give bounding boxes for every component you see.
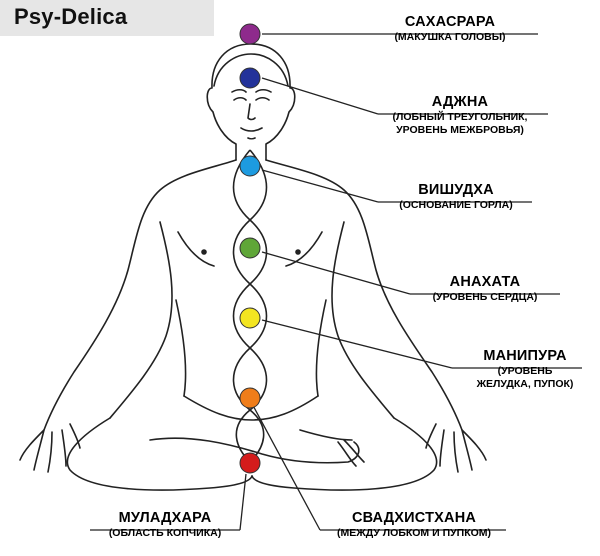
manipura-chakra xyxy=(239,307,261,329)
muladhara-chakra xyxy=(239,452,261,474)
label-sahasrara: САХАСРАРА (МАКУШКА ГОЛОВЫ) xyxy=(360,14,540,44)
sahasrara-chakra xyxy=(239,23,261,45)
sahasrara-desc: (МАКУШКА ГОЛОВЫ) xyxy=(394,31,506,43)
svadhisthana-chakra xyxy=(239,387,261,409)
ajna-desc-1: (ЛОБНЫЙ ТРЕУГОЛЬНИК, xyxy=(392,111,528,123)
vishuddha-desc: (ОСНОВАНИЕ ГОРЛА) xyxy=(399,199,513,211)
manipura-desc-2: ЖЕЛУДКА, ПУПОК) xyxy=(476,378,574,390)
svadhisthana-desc: (МЕЖДУ ЛОБКОМ И ПУПКОМ) xyxy=(336,527,492,539)
legs-outline xyxy=(66,417,253,491)
left-hand xyxy=(19,423,81,473)
ajna-name: АДЖНА xyxy=(431,94,489,110)
anahata-name: АНАХАТА xyxy=(449,274,521,290)
head-outline xyxy=(206,43,296,161)
brand-logo: Psy-Delica xyxy=(0,0,214,36)
manipura-name: МАНИПУРА xyxy=(483,348,567,364)
muladhara-desc: (ОБЛАСТЬ КОПЧИКА) xyxy=(108,527,222,539)
anahata-desc: (УРОВЕНЬ СЕРДЦА) xyxy=(432,291,538,303)
label-vishuddha: ВИШУДХА (ОСНОВАНИЕ ГОРЛА) xyxy=(376,182,536,212)
vishuddha-chakra xyxy=(239,155,261,177)
label-ajna: АДЖНА (ЛОБНЫЙ ТРЕУГОЛЬНИК, УРОВЕНЬ МЕЖБР… xyxy=(370,94,550,137)
label-anahata: АНАХАТА (УРОВЕНЬ СЕРДЦА) xyxy=(410,274,560,304)
muladhara-name: МУЛАДХАРА xyxy=(118,510,212,526)
svadhisthana-name: СВАДХИСТХАНА xyxy=(351,510,477,526)
ajna-chakra xyxy=(239,67,261,89)
label-svadhisthana: СВАДХИСТХАНА (МЕЖДУ ЛОБКОМ И ПУПКОМ) xyxy=(316,510,512,540)
torso-outline xyxy=(43,159,237,431)
ajna-desc-2: УРОВЕНЬ МЕЖБРОВЬЯ) xyxy=(396,124,524,136)
leader-lines xyxy=(90,33,582,531)
spine-helix xyxy=(232,149,268,463)
brand-text: Psy-Delica xyxy=(14,4,128,29)
label-manipura: МАНИПУРА (УРОВЕНЬ ЖЕЛУДКА, ПУПОК) xyxy=(460,348,590,391)
vishuddha-name: ВИШУДХА xyxy=(418,182,494,198)
manipura-desc-1: (УРОВЕНЬ xyxy=(497,365,553,377)
label-muladhara: МУЛАДХАРА (ОБЛАСТЬ КОПЧИКА) xyxy=(88,510,242,540)
sahasrara-name: САХАСРАРА xyxy=(404,14,496,30)
right-hand xyxy=(425,423,487,473)
anahata-chakra xyxy=(239,237,261,259)
